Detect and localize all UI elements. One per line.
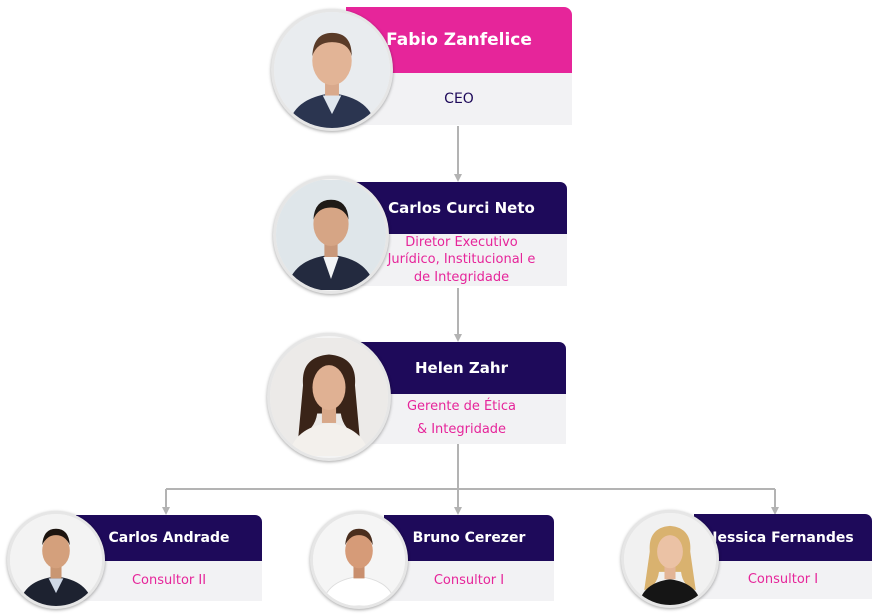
person-role-line: & Integridade <box>416 422 507 437</box>
person-name: Carlos Andrade <box>76 515 262 561</box>
portrait-man-suit-icon <box>276 180 386 290</box>
avatar <box>7 511 105 609</box>
portrait-man-icon <box>10 514 102 606</box>
portrait-man-suit-icon <box>274 12 390 128</box>
person-role-line: Diretor Executivo <box>405 234 518 250</box>
person-role: Consultor I <box>694 561 872 599</box>
avatar <box>271 9 393 131</box>
person-role: Gerente de Ética & Integridade <box>357 394 566 444</box>
person-role: Diretor Executivo Jurídico, Instituciona… <box>356 234 567 286</box>
person-role-line: Consultor II <box>131 573 207 589</box>
portrait-woman-icon <box>624 513 716 605</box>
person-name: Helen Zahr <box>357 342 566 394</box>
avatar <box>621 510 719 608</box>
person-role-line: Consultor I <box>747 572 819 588</box>
person-name: Carlos Curci Neto <box>356 182 567 234</box>
person-role-line: Consultor I <box>433 573 505 589</box>
portrait-woman-icon <box>270 338 388 456</box>
avatar <box>273 176 389 294</box>
person-role-line: Jurídico, Institucional e <box>387 252 536 268</box>
person-role-line: CEO <box>444 90 474 107</box>
avatar <box>310 511 408 609</box>
person-role-line: Gerente de Ética <box>406 399 516 415</box>
avatar <box>267 333 391 461</box>
person-name: Jessica Fernandes <box>694 514 872 561</box>
person-role: Consultor I <box>384 561 554 601</box>
person-role: Consultor II <box>76 561 262 601</box>
person-role-line: de Integridade <box>413 269 510 285</box>
person-name: Bruno Cerezer <box>384 515 554 561</box>
portrait-man-icon <box>313 514 405 606</box>
